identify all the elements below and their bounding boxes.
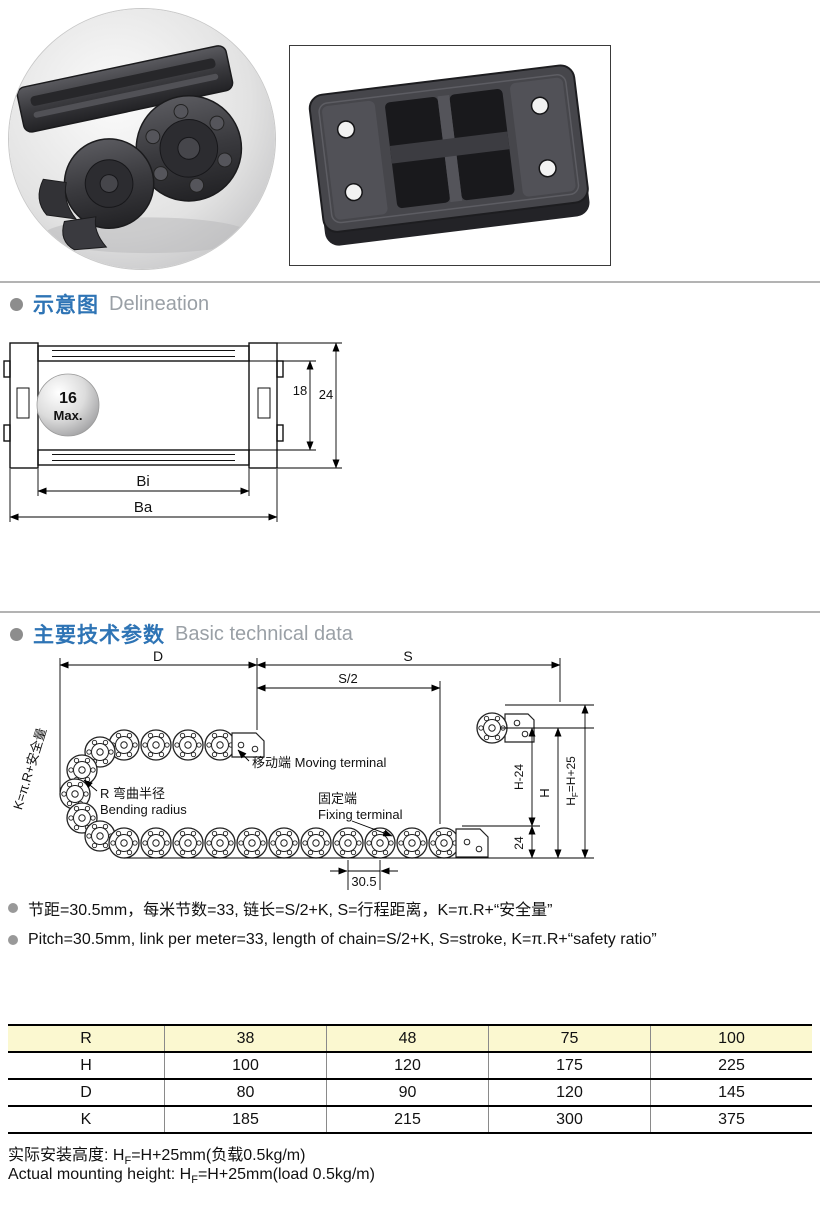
hf-sub: F <box>571 792 580 797</box>
table-cell: 300 <box>488 1107 650 1132</box>
mounting-height-en: Actual mounting height: HF=H+25mm(load 0… <box>8 1166 375 1186</box>
table-cell-label: H <box>80 1056 92 1074</box>
fixing-terminal-label-zh: 固定端 <box>318 791 357 806</box>
fixing-terminal-label-en: Fixing terminal <box>318 807 403 822</box>
cable-chain-photo-angled-svg <box>9 9 275 269</box>
note-zh: 节距=30.5mm，每米节数=33, 链长=S/2+K, S=行程距离，K=π.… <box>8 897 553 919</box>
product-photo-angled <box>8 8 276 270</box>
cable-chain-link-product <box>308 64 590 246</box>
footer-text: Actual mounting height: H <box>8 1166 192 1183</box>
dim-outer-height: 24 <box>319 387 333 402</box>
table-cell: 48 <box>326 1026 488 1051</box>
section-header-delineation: 示意图 Delineation <box>10 289 209 319</box>
footer-sub: F <box>191 1174 198 1187</box>
dim-s-label: S <box>403 650 412 664</box>
bullet-icon <box>8 903 18 913</box>
cable-chain-product <box>16 45 243 251</box>
moving-end-bracket <box>231 732 265 758</box>
table-cell-label: K <box>80 1110 92 1128</box>
dim-pitch-label: 30.5 <box>351 874 376 889</box>
table-cell: 38 <box>164 1026 326 1051</box>
note-text: Pitch=30.5mm, link per meter=33, length … <box>28 931 657 948</box>
table-cell-label: D <box>80 1083 92 1101</box>
mounting-height-zh: 实际安装高度: HF=H+25mm(负载0.5kg/m) <box>8 1141 305 1167</box>
table-cell: 215 <box>326 1107 488 1132</box>
dim-24-label: 24 <box>512 836 526 850</box>
table-cell: 375 <box>650 1107 812 1132</box>
chain-cross-section <box>3 342 284 469</box>
cable-chain-photo-top-svg <box>291 46 609 265</box>
dim-outer-width: Ba <box>134 499 153 516</box>
table-row: D 80 90 120 145 <box>8 1080 812 1107</box>
dim-h24-label: H-24 <box>512 764 526 790</box>
delineation-diagram: 16 Max. 18 24 Bi Ba <box>3 342 342 522</box>
table-header-row: R 38 48 75 100 <box>8 1026 812 1053</box>
bullet-icon <box>8 935 18 945</box>
note-text: 节距=30.5mm，每米节数=33, 链长=S/2+K, S=行程距离，K=π.… <box>28 902 553 919</box>
table-cell: 145 <box>650 1080 812 1105</box>
max-cable-label: Max. <box>54 408 83 423</box>
table-cell: 120 <box>326 1053 488 1078</box>
dim-inner-width: Bi <box>136 473 149 490</box>
product-photo-top <box>289 45 611 266</box>
section-title-en: Basic technical data <box>175 622 353 645</box>
moving-terminal-label: 移动端 Moving terminal <box>252 755 386 770</box>
footer-text: =H+25mm(负载0.5kg/m) <box>131 1147 306 1164</box>
bullet-icon <box>10 297 23 311</box>
section-header-technical: 主要技术参数 Basic technical data <box>10 619 353 649</box>
table-cell: 80 <box>164 1080 326 1105</box>
table-cell-label: R <box>80 1029 92 1047</box>
table-row: H 100 120 175 225 <box>8 1053 812 1080</box>
section-title-zh: 主要技术参数 <box>33 624 165 647</box>
divider <box>0 611 820 613</box>
table-cell: 90 <box>326 1080 488 1105</box>
bend-radius-diagram: D S S/2 K=π.R+安全量 移动端 Moving terminal R … <box>10 650 594 890</box>
max-cable-number: 16 <box>59 390 77 407</box>
table-cell: 120 <box>488 1080 650 1105</box>
table-cell: 175 <box>488 1053 650 1078</box>
table-cell: 75 <box>488 1026 650 1051</box>
hf-h: H <box>564 797 578 806</box>
dim-d-label: D <box>153 650 163 664</box>
bending-radius-label-zh: R 弯曲半径 <box>100 786 165 801</box>
dim-inner-height: 18 <box>293 383 307 398</box>
max-cable-circle <box>36 373 100 437</box>
dimension-lines <box>59 658 594 890</box>
k-formula-label: K=π.R+安全量 <box>10 726 49 812</box>
note-en: Pitch=30.5mm, link per meter=33, length … <box>8 929 657 951</box>
footer-text: 实际安装高度: H <box>8 1147 125 1164</box>
hf-rest: =H+25 <box>564 756 578 792</box>
fixed-end-bracket <box>455 828 489 858</box>
table-cell: 225 <box>650 1053 812 1078</box>
bending-radius-label-en: Bending radius <box>100 802 187 817</box>
table-row: K 185 215 300 375 <box>8 1107 812 1134</box>
spec-table: R 38 48 75 100 H 100 120 175 225 D 80 90… <box>8 1024 812 1134</box>
dim-h-label: H <box>537 788 552 797</box>
dimension-lines <box>9 342 342 522</box>
table-cell: 185 <box>164 1107 326 1132</box>
footer-text: =H+25mm(load 0.5kg/m) <box>197 1166 375 1183</box>
section-title-en: Delineation <box>109 292 210 315</box>
dim-hf-label: HF=H+25 <box>564 756 580 806</box>
chain-links <box>59 712 535 859</box>
table-cell: 100 <box>164 1053 326 1078</box>
bullet-icon <box>10 627 23 641</box>
table-cell: 100 <box>650 1026 812 1051</box>
footer-sub: F <box>124 1155 132 1168</box>
dim-s2-label: S/2 <box>338 671 358 686</box>
divider <box>0 281 820 283</box>
section-title-zh: 示意图 <box>33 294 99 317</box>
